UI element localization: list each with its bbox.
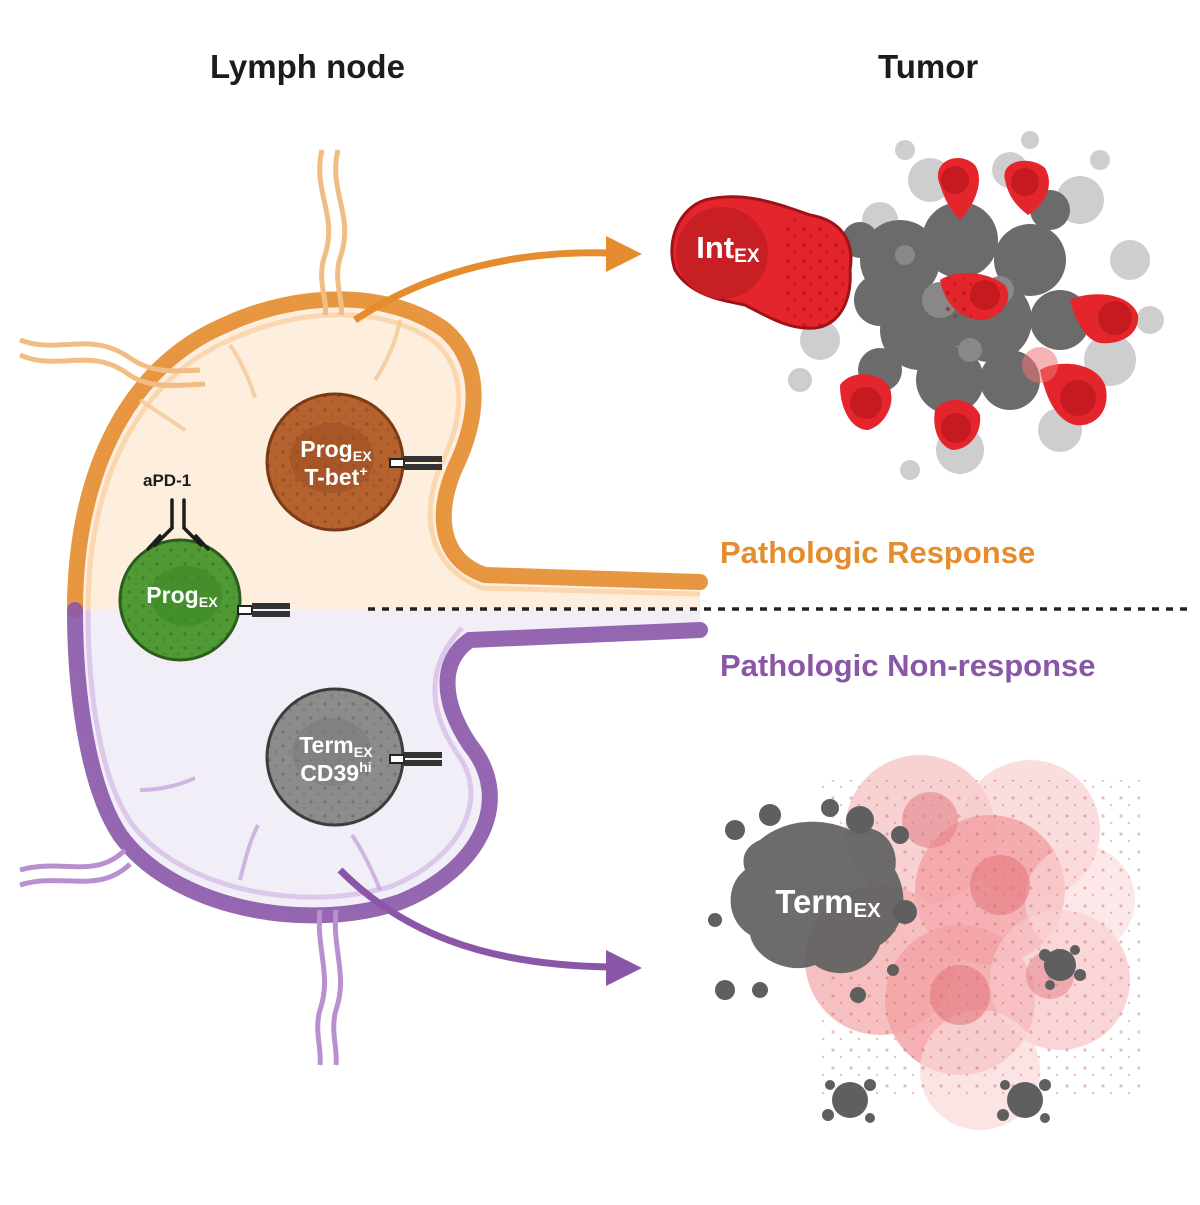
term-ex-main: Term xyxy=(775,883,854,920)
prog-tbet-label: ProgEX T-bet+ xyxy=(276,437,396,489)
prog-main: Prog xyxy=(146,582,199,608)
prog-tbet-sup: + xyxy=(359,463,368,480)
tumor-responsive xyxy=(670,131,1164,480)
tumor-cell-cluster xyxy=(805,755,1140,1130)
afferent-vessels-top xyxy=(18,149,348,388)
apoptotic-debris xyxy=(822,945,1086,1123)
prog-tbet-line2: T-bet xyxy=(304,463,360,490)
pd1-receptor-icon xyxy=(389,752,442,766)
int-ex-main: Int xyxy=(696,230,735,265)
pd1-receptor-icon xyxy=(389,456,442,470)
int-ex-label: IntEX xyxy=(678,230,778,267)
arrow-to-tumor-response xyxy=(353,249,611,323)
prog-tbet-sub: EX xyxy=(352,449,372,465)
int-cell-cluster xyxy=(840,157,1139,450)
capsule-nonresponse xyxy=(67,602,708,924)
prog-sub: EX xyxy=(198,595,218,611)
term-ex-cell xyxy=(708,799,917,1003)
term-cd39-sub: EX xyxy=(353,745,373,761)
term-cd39-line2: CD39 xyxy=(300,759,360,786)
lymph-node-heading: Lymph node xyxy=(210,48,405,85)
term-cd39-sup: hi xyxy=(359,759,372,776)
term-cd39-main: Term xyxy=(299,732,354,758)
capsule-response xyxy=(67,291,708,618)
term-cd39-label: TermEX CD39hi xyxy=(278,733,394,785)
pathologic-nonresponse-label: Pathologic Non-response xyxy=(720,648,1096,683)
prog-cell xyxy=(118,538,242,662)
tumor-heading: Tumor xyxy=(878,48,979,85)
term-ex-sub: EX xyxy=(853,899,881,922)
prog-label: ProgEX xyxy=(128,583,236,611)
migration-arrow-icon xyxy=(337,236,642,986)
prog-tbet-cell xyxy=(265,392,405,532)
int-ex-sub: EX xyxy=(734,246,760,267)
antibody-label: aPD-1 xyxy=(143,471,192,490)
afferent-vessels-bottom xyxy=(19,848,344,1066)
term-cd39-cell xyxy=(265,687,405,827)
pd1-receptor-icon xyxy=(237,603,290,617)
term-ex-label: TermEX xyxy=(758,883,898,922)
prog-tbet-main: Prog xyxy=(300,436,353,462)
int-ex-cell xyxy=(670,195,853,330)
tumor-nonresponsive xyxy=(708,755,1140,1130)
pathologic-response-label: Pathologic Response xyxy=(720,535,1036,570)
arrow-to-tumor-nonresponse xyxy=(337,867,611,971)
pd1-antibody-icon xyxy=(146,498,210,551)
